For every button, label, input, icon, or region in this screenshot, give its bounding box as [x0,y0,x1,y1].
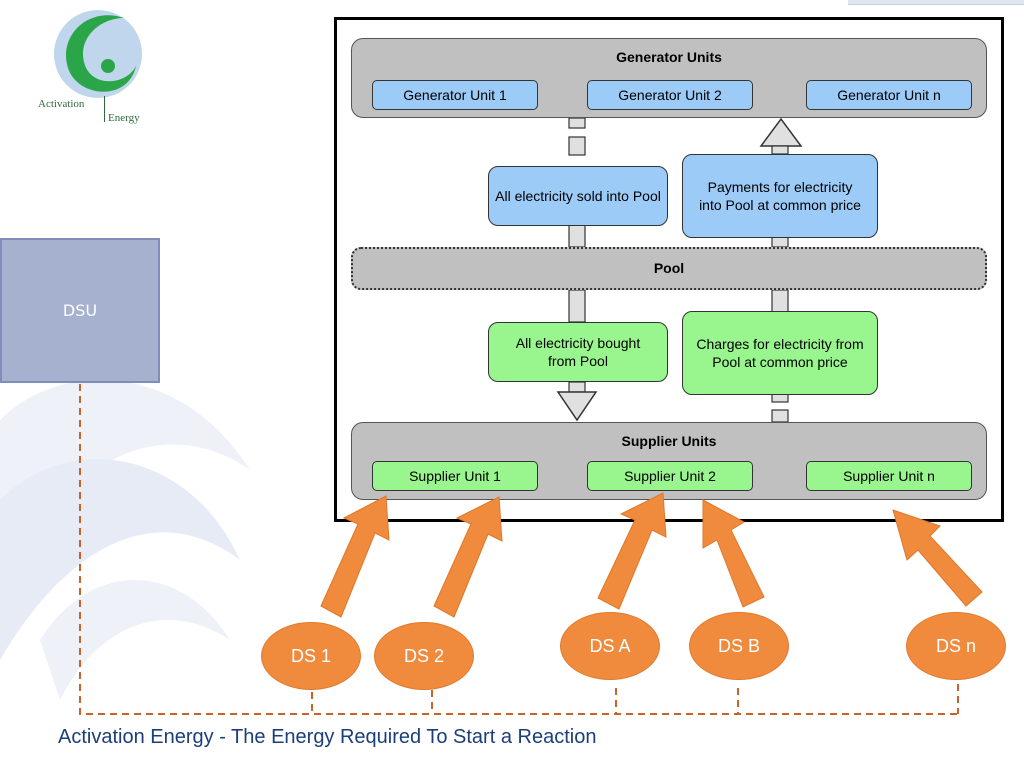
supplier-units-title: Supplier Units [621,433,717,449]
charges-box: Charges for electricity from Pool at com… [682,311,878,395]
dsn-label: DS n [935,635,977,656]
logo-text-energy: Energy [108,112,140,124]
electricity-sold-box: All electricity sold into Pool [488,166,668,226]
top-tab-decoration [848,0,1024,5]
dsa-arrow [597,492,667,610]
electricity-bought-box: All electricity bought from Pool [488,322,668,382]
demand-site-ds2: DS 2 [374,622,474,690]
ds1-label: DS 1 [290,645,332,666]
logo-divider [104,96,105,122]
generator-unit-n: Generator Unit n [806,80,972,110]
dsb-arrow [702,499,765,608]
ds2-label: DS 2 [403,645,445,666]
stem-dash [568,117,586,129]
demand-site-dsn: DS n [906,612,1006,680]
pool-bar: Pool [351,247,987,290]
supplier-unit-n: Supplier Unit n [806,461,972,491]
footer-tagline: Activation Energy - The Energy Required … [58,726,597,748]
activation-energy-logo [54,10,142,98]
payments-box: Payments for electricity into Pool at co… [682,154,878,238]
dsn-arrow [892,509,983,607]
dsb-label: DS B [717,635,760,656]
dsu-label: DSU [62,301,98,320]
ds1-arrow [320,495,390,618]
dsa-label: DS A [589,635,631,656]
stem-dash [568,136,586,156]
generator-unit-2: Generator Unit 2 [587,80,753,110]
demand-site-dsa: DS A [560,612,660,680]
supplier-unit-2: Supplier Unit 2 [587,461,753,491]
demand-site-ds1: DS 1 [261,622,361,690]
pool-label: Pool [653,260,685,276]
dsu-box: DSU [0,238,160,383]
generator-unit-1: Generator Unit 1 [372,80,538,110]
supplier-unit-1: Supplier Unit 1 [372,461,538,491]
down-arrow-head [556,391,598,422]
demand-site-dsb: DS B [689,612,789,680]
dsu-connector-line [79,384,958,715]
generator-units-title: Generator Units [616,49,722,65]
logo-text-activation: Activation [38,98,85,110]
ds2-arrow [433,496,503,618]
